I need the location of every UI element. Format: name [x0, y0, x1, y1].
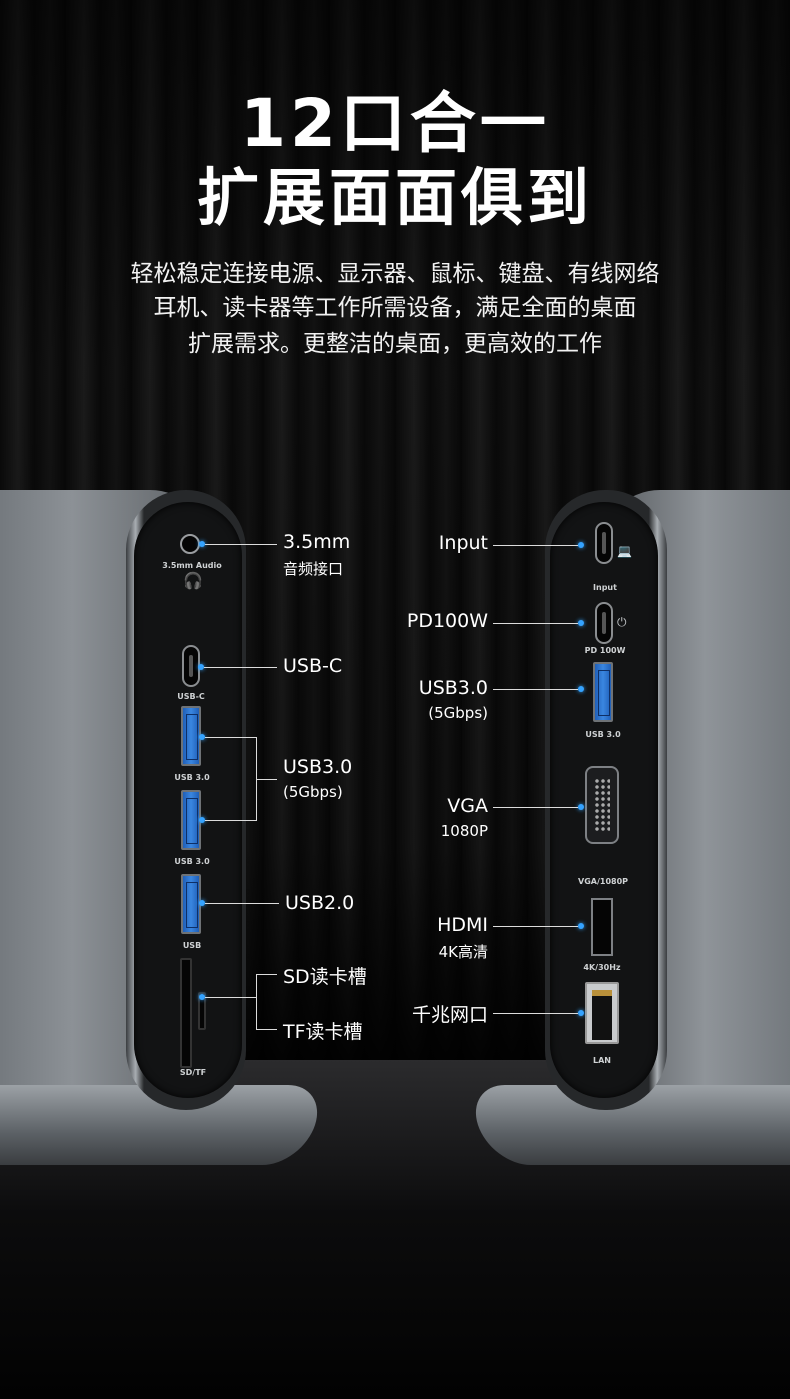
callout-dot	[199, 541, 205, 547]
tf-card-slot	[198, 992, 206, 1030]
headline-line2: 扩展面面俱到	[196, 161, 593, 234]
callout-vga: VGA	[447, 795, 488, 817]
callout-dot	[198, 664, 204, 670]
callout-hdmi-sub: 4K高清	[438, 943, 488, 961]
hdmi-port	[591, 898, 613, 956]
callout-dot	[578, 804, 584, 810]
callout-line	[493, 545, 578, 546]
callout-dot	[199, 734, 205, 740]
callout-line	[204, 667, 277, 668]
callout-usb2: USB2.0	[285, 892, 355, 914]
callout-dot	[199, 994, 205, 1000]
callout-line	[256, 1029, 277, 1030]
callout-line	[493, 926, 578, 927]
lan-port	[585, 982, 619, 1044]
vga-port-label: VGA/1080P	[578, 877, 628, 886]
callout-hdmi: HDMI	[437, 914, 488, 936]
callout-bracket	[256, 974, 257, 1030]
callout-dot	[199, 817, 205, 823]
usb2-port	[181, 874, 201, 934]
description-line3: 扩展需求。更整洁的桌面，更高效的工作	[188, 331, 602, 357]
usb3-right-label: USB 3.0	[585, 730, 621, 739]
callout-usbc: USB-C	[283, 655, 343, 677]
headphones-icon: 🎧	[183, 571, 203, 590]
headline-line1: 12口合一	[240, 85, 550, 162]
callout-sd: SD读卡槽	[283, 966, 367, 988]
callout-line	[256, 779, 277, 780]
power-icon: ⏻	[617, 615, 627, 629]
sdtf-port-label: SD/TF	[179, 1068, 207, 1077]
usb3-port-a	[181, 706, 201, 766]
callout-input: Input	[438, 532, 488, 554]
usbc-port-label: USB-C	[177, 692, 205, 701]
laptop-icon: 💻	[617, 544, 632, 558]
vga-port	[585, 766, 619, 844]
sd-card-slot	[180, 958, 192, 1068]
lan-port-label: LAN	[593, 1056, 611, 1065]
callout-dot	[578, 923, 584, 929]
callout-usb3-right-sub: (5Gbps)	[428, 704, 488, 722]
callout-line	[493, 807, 578, 808]
description-line1: 轻松稳定连接电源、显示器、鼠标、键盘、有线网络	[130, 261, 660, 287]
input-usbc-port	[595, 522, 613, 564]
usb3-port-right	[593, 662, 613, 722]
callout-usb3-right: USB3.0	[418, 677, 488, 699]
callout-usb3-sub: (5Gbps)	[283, 783, 343, 801]
usb3-port-b	[181, 790, 201, 850]
callout-lan: 千兆网口	[411, 1004, 488, 1026]
callout-line	[205, 737, 257, 738]
callout-line	[205, 820, 257, 821]
callout-line	[205, 997, 256, 998]
callout-line	[493, 623, 578, 624]
input-port-label: Input	[593, 583, 617, 592]
callout-dot	[578, 620, 584, 626]
pd-usbc-port	[595, 602, 613, 644]
callout-dot	[578, 1010, 584, 1016]
callout-audio: 3.5mm	[283, 531, 351, 553]
hdmi-port-label: 4K/30Hz	[583, 963, 621, 972]
pd-port-label: PD 100W	[584, 646, 626, 655]
callout-line	[493, 1013, 578, 1014]
callout-dot	[199, 900, 205, 906]
callout-line	[205, 903, 279, 904]
audio-port-label: 3.5mm Audio	[162, 561, 222, 570]
callout-line	[205, 544, 277, 545]
callout-vga-sub: 1080P	[440, 822, 488, 840]
callout-usb3: USB3.0	[283, 756, 353, 778]
callout-pd: PD100W	[406, 610, 488, 632]
usb2-port-label: USB	[182, 941, 202, 950]
callout-line	[256, 974, 277, 975]
audio-jack-icon	[180, 534, 200, 554]
usb3-port-a-label: USB 3.0	[174, 773, 210, 782]
callout-dot	[578, 686, 584, 692]
callout-line	[493, 689, 578, 690]
callout-dot	[578, 542, 584, 548]
description-line2: 耳机、读卡器等工作所需设备，满足全面的桌面	[153, 295, 637, 321]
callout-tf: TF读卡槽	[283, 1021, 363, 1043]
callout-audio-sub: 音频接口	[283, 560, 344, 578]
usb3-port-b-label: USB 3.0	[174, 857, 210, 866]
